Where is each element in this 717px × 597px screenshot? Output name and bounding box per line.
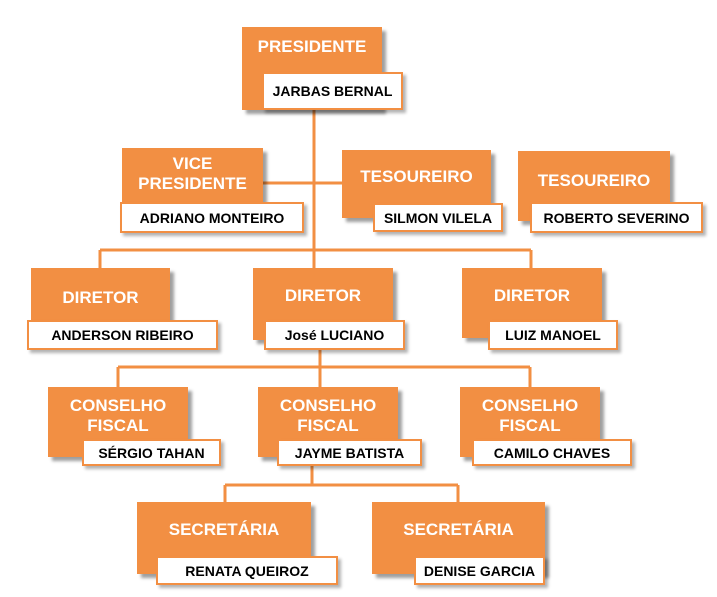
name-presidente: JARBAS BERNAL — [262, 72, 403, 110]
name-diretor-2: José LUCIANO — [264, 320, 405, 350]
name-secretaria-2: DENISE GARCIA — [414, 556, 545, 585]
name-vice-presidente: ADRIANO MONTEIRO — [120, 202, 304, 233]
name-conselho-2: JAYME BATISTA — [277, 439, 422, 466]
name-conselho-1: SÉRGIO TAHAN — [82, 439, 221, 466]
name-diretor-3: LUIZ MANOEL — [488, 320, 618, 350]
name-tesoureiro-1: SILMON VILELA — [373, 203, 503, 232]
name-diretor-1: ANDERSON RIBEIRO — [27, 320, 218, 350]
name-tesoureiro-2: ROBERTO SEVERINO — [530, 202, 703, 233]
name-secretaria-1: RENATA QUEIROZ — [156, 556, 338, 585]
name-conselho-3: CAMILO CHAVES — [472, 439, 632, 466]
